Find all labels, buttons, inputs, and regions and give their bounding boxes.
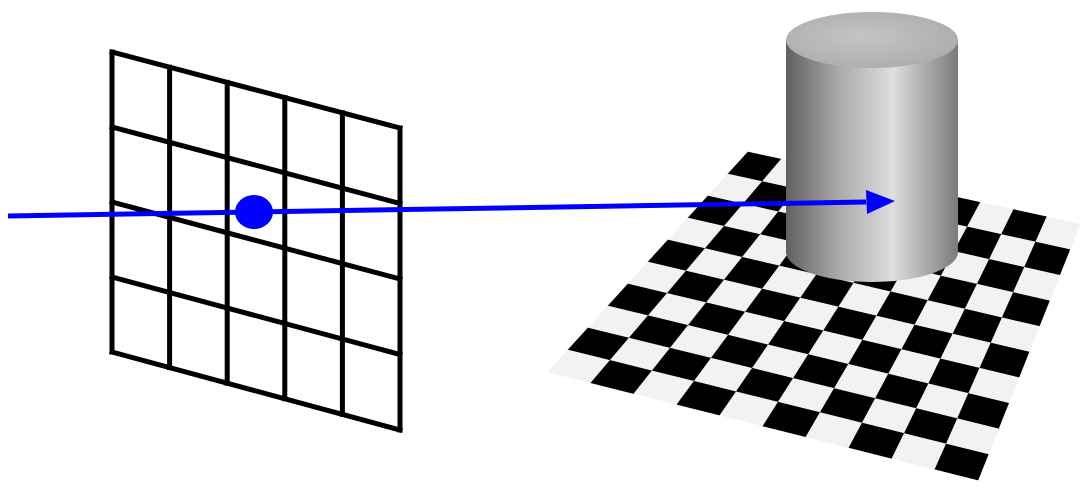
circle-dot-icon: [235, 195, 273, 229]
checker-square-dark: [934, 443, 989, 481]
cylinder-top: [786, 12, 958, 68]
grid-row-line: [108, 348, 404, 434]
camera-ray: [7, 190, 895, 229]
cylinder-side: [786, 40, 958, 282]
cylinder-object: [786, 12, 958, 282]
ray-line: [7, 199, 867, 219]
arrow-head-icon: [866, 190, 895, 214]
grid-row-line: [108, 48, 404, 132]
grid-row-line: [108, 273, 404, 358]
image-plane-grid: [108, 48, 404, 434]
grid-row-line: [108, 123, 404, 207]
